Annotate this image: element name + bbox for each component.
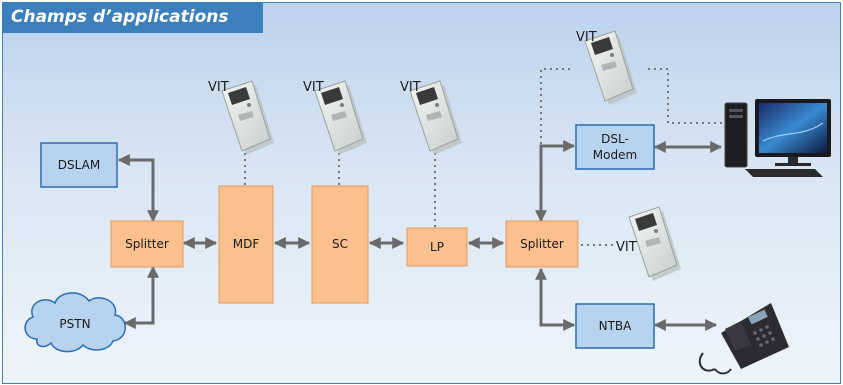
vit-label: VIT — [576, 30, 597, 45]
ntba-box: NTBA — [575, 303, 655, 349]
title-bar: Champs d’applications — [3, 3, 263, 33]
sc-label: SC — [332, 237, 348, 251]
lp-label: LP — [430, 240, 444, 254]
splitter-left-box: Splitter — [110, 220, 184, 268]
splitter-left-label: Splitter — [125, 237, 169, 251]
mdf-box: MDF — [218, 185, 274, 304]
vit-lp: VIT — [400, 80, 463, 156]
vit-label: VIT — [616, 240, 637, 255]
dsl-modem-label-line2: Modem — [593, 148, 637, 162]
dsl-modem-label-line1: DSL- — [601, 132, 629, 146]
vit-sc: VIT — [303, 80, 368, 156]
pstn-label: PSTN — [59, 317, 90, 331]
arrow-connections — [117, 140, 723, 331]
splitter-right-box: Splitter — [505, 220, 579, 268]
pstn-cloud: PSTN — [24, 292, 126, 353]
vit-label: VIT — [303, 80, 324, 95]
desktop-computer-icon — [724, 99, 831, 177]
dsl-modem-box: DSL- Modem — [575, 124, 655, 170]
telephone-icon — [698, 303, 789, 375]
vit-mdf: VIT — [208, 80, 275, 156]
dotted-connections — [244, 68, 725, 246]
vit-splitter: VIT — [616, 206, 682, 282]
lp-box: LP — [406, 227, 468, 267]
ntba-label: NTBA — [599, 319, 633, 333]
page-title: Champs d’applications — [11, 7, 229, 27]
sc-box: SC — [311, 185, 369, 304]
dslam-box: DSLAM — [40, 142, 118, 188]
vit-label: VIT — [208, 80, 229, 95]
vit-tester-icon — [221, 80, 275, 156]
vit-modem: VIT — [576, 30, 638, 106]
splitter-right-label: Splitter — [520, 237, 564, 251]
dslam-label: DSLAM — [58, 158, 100, 172]
network-diagram: DSLAM PSTN DSL- Modem NTBA Splitter MDF … — [24, 30, 831, 375]
vit-label: VIT — [400, 80, 421, 95]
vit-tester-icon — [628, 206, 682, 282]
mdf-label: MDF — [233, 237, 260, 251]
cloud-icon — [24, 292, 126, 353]
